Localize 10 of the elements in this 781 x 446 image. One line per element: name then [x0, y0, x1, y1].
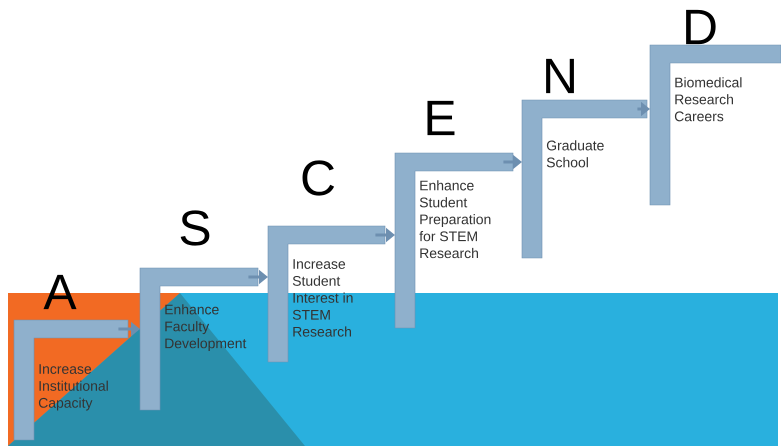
step-letter: S — [180, 210, 210, 246]
step-label: Increase Student Interest in STEM Research — [292, 259, 353, 337]
step-label: Enhance Student Preparation for STEM Research — [419, 180, 490, 258]
step-letter: D — [686, 10, 716, 44]
step-label: Graduate School — [546, 140, 604, 168]
step-letter: E — [427, 100, 454, 136]
step-letter: N — [546, 58, 574, 94]
step-letter: C — [302, 160, 334, 196]
step-label: Biomedical Research Careers — [674, 77, 742, 122]
step-label: Enhance Faculty Development — [165, 304, 246, 352]
